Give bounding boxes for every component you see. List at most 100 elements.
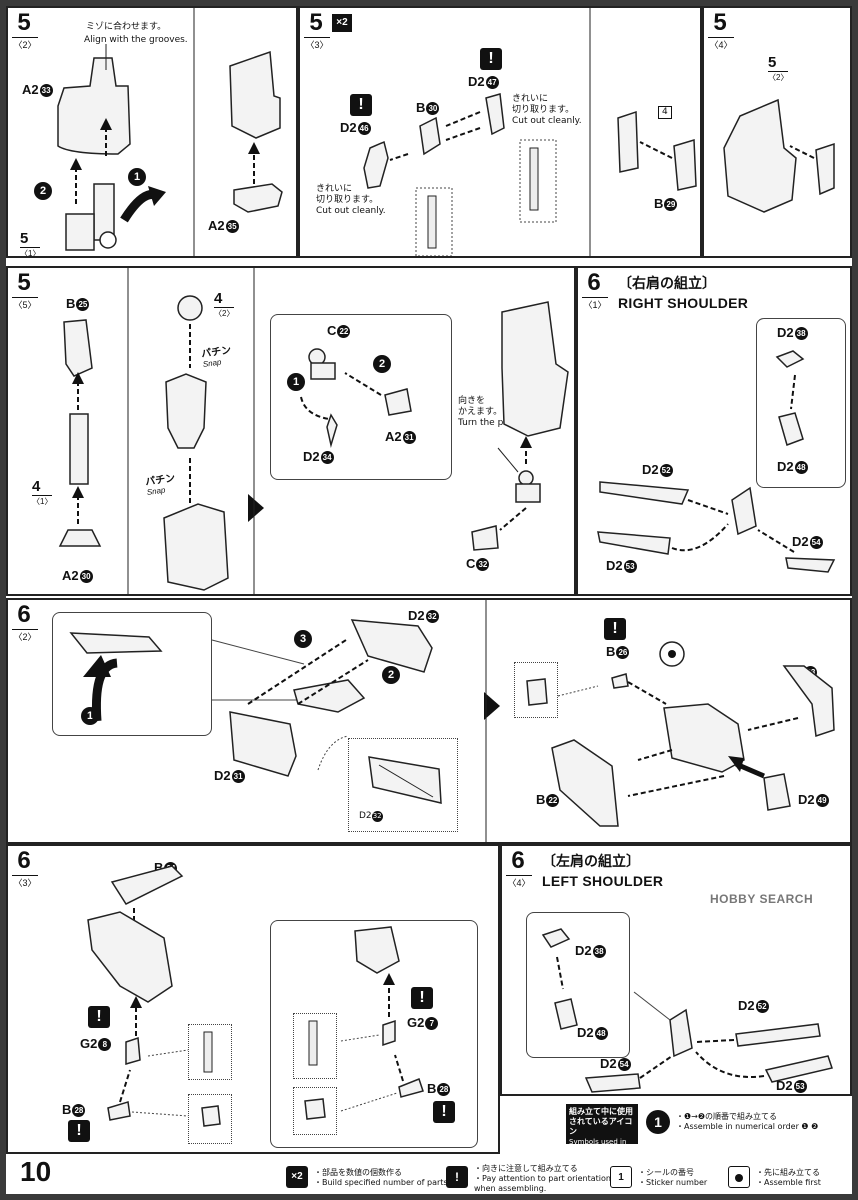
legend-sticker-icon: 1 bbox=[610, 1166, 632, 1188]
order-2-marker: 2 bbox=[382, 666, 400, 684]
step-number: 6 bbox=[17, 847, 31, 874]
legend-warning-icon: ! bbox=[446, 1166, 468, 1188]
legend-assemble-first-icon bbox=[728, 1166, 750, 1188]
legend-sticker-text: ・シールの番号・Sticker number bbox=[638, 1168, 708, 1187]
turn-part-note: 向きをかえます。Turn the part. bbox=[458, 396, 519, 428]
next-arrow bbox=[484, 692, 500, 720]
ref-step-4-1: 4〈1〉 bbox=[32, 478, 53, 506]
multiplier-x2-badge: ×2 bbox=[332, 14, 352, 32]
order-1-marker: 1 bbox=[128, 168, 146, 186]
substep-number: 〈4〉 bbox=[506, 875, 532, 889]
substep-number: 〈3〉 bbox=[12, 875, 38, 889]
groove-note-en: Align with the grooves. bbox=[84, 35, 188, 45]
detail-inset: 1 bbox=[52, 612, 212, 736]
panel-step-5-2: 5 〈2〉 ミゾに合わせます。 Align with the grooves. … bbox=[6, 6, 298, 258]
order-2-marker: 2 bbox=[34, 182, 52, 200]
legend-order-icon: 1 bbox=[646, 1110, 670, 1134]
step-6-2-illustration bbox=[211, 600, 835, 842]
substep-number: 〈5〉 bbox=[12, 297, 38, 311]
page-number: 10 bbox=[20, 1156, 52, 1187]
detail-dashed-box: D232 bbox=[348, 738, 458, 832]
sticker-number-4: 4 bbox=[658, 106, 672, 119]
orientation-warning-icon: ! bbox=[350, 94, 372, 116]
substep-number: 〈4〉 bbox=[708, 37, 734, 51]
cut-cleanly-note: きれいに切り取ります。Cut out cleanly. bbox=[316, 184, 386, 216]
step-number: 6 bbox=[587, 269, 601, 296]
substep-number: 〈2〉 bbox=[12, 629, 38, 643]
ref-step-5-2: 5〈2〉 bbox=[768, 54, 789, 82]
legend-x2-icon: ×2 bbox=[286, 1166, 308, 1188]
section-title-en: LEFT SHOULDER bbox=[542, 873, 664, 889]
step-5-4-illustration bbox=[723, 98, 835, 213]
step-number: 5 bbox=[17, 9, 31, 36]
detail-dashed-box bbox=[514, 662, 558, 718]
orientation-warning-icon: ! bbox=[411, 987, 433, 1009]
orientation-warning-icon: ! bbox=[88, 1006, 110, 1028]
panel-step-6-3: 6 〈3〉 B24 ! G28 B28 ! ! G27 B28 ! bbox=[6, 844, 500, 1154]
icon-legend: 組み立て中に使用 されているアイコン Symbols used in instr… bbox=[566, 1096, 848, 1156]
step-5-3-illustration bbox=[363, 8, 697, 256]
section-title-jp: 〔左肩の組立〕 bbox=[542, 854, 640, 870]
step-number: 5 bbox=[17, 269, 31, 296]
ref-step-5-1: 5〈1〉 bbox=[20, 230, 41, 258]
legend-warning-text: ・向きに注意して組み立てる・Pay attention to part orie… bbox=[474, 1164, 611, 1193]
order-1-marker: 1 bbox=[287, 373, 305, 391]
page-footer: 10 組み立て中に使用 されているアイコン Symbols used in in… bbox=[6, 1104, 852, 1194]
legend-x2-text: ・部品を数値の個数作る・Build specified number of pa… bbox=[314, 1168, 451, 1187]
order-2-marker: 2 bbox=[373, 355, 391, 373]
substep-number: 〈1〉 bbox=[582, 297, 608, 311]
panel-step-5-4: 5 〈4〉 5〈2〉 bbox=[702, 6, 852, 258]
cut-cleanly-note: きれいに切り取ります。Cut out cleanly. bbox=[512, 94, 582, 126]
ref-step-4-2: 4〈2〉 bbox=[214, 290, 235, 318]
substep-number: 〈2〉 bbox=[12, 37, 38, 51]
orientation-warning-icon: ! bbox=[480, 48, 502, 70]
watermark: HOBBY SEARCH bbox=[710, 892, 814, 906]
step-6-1-illustration bbox=[597, 481, 836, 573]
instruction-page: 5 〈2〉 ミゾに合わせます。 Align with the grooves. … bbox=[6, 6, 852, 1194]
orientation-warning-icon: ! bbox=[433, 1101, 455, 1123]
legend-order-text: ・❶→❷の順番で組み立てる・Assemble in numerical orde… bbox=[676, 1112, 819, 1131]
legend-heading: 組み立て中に使用 されているアイコン Symbols used in instr… bbox=[566, 1104, 638, 1156]
section-title-jp: 〔右肩の組立〕 bbox=[618, 276, 716, 292]
part-label-d2-32-small: D232 bbox=[359, 811, 383, 822]
groove-note-jp: ミゾに合わせます。 bbox=[86, 22, 167, 32]
step-number: 5 bbox=[713, 9, 727, 36]
next-arrow bbox=[248, 494, 264, 522]
order-3-marker: 3 bbox=[294, 630, 312, 648]
legend-bar: ×2 ・部品を数値の個数作る・Build specified number of… bbox=[286, 1162, 852, 1194]
